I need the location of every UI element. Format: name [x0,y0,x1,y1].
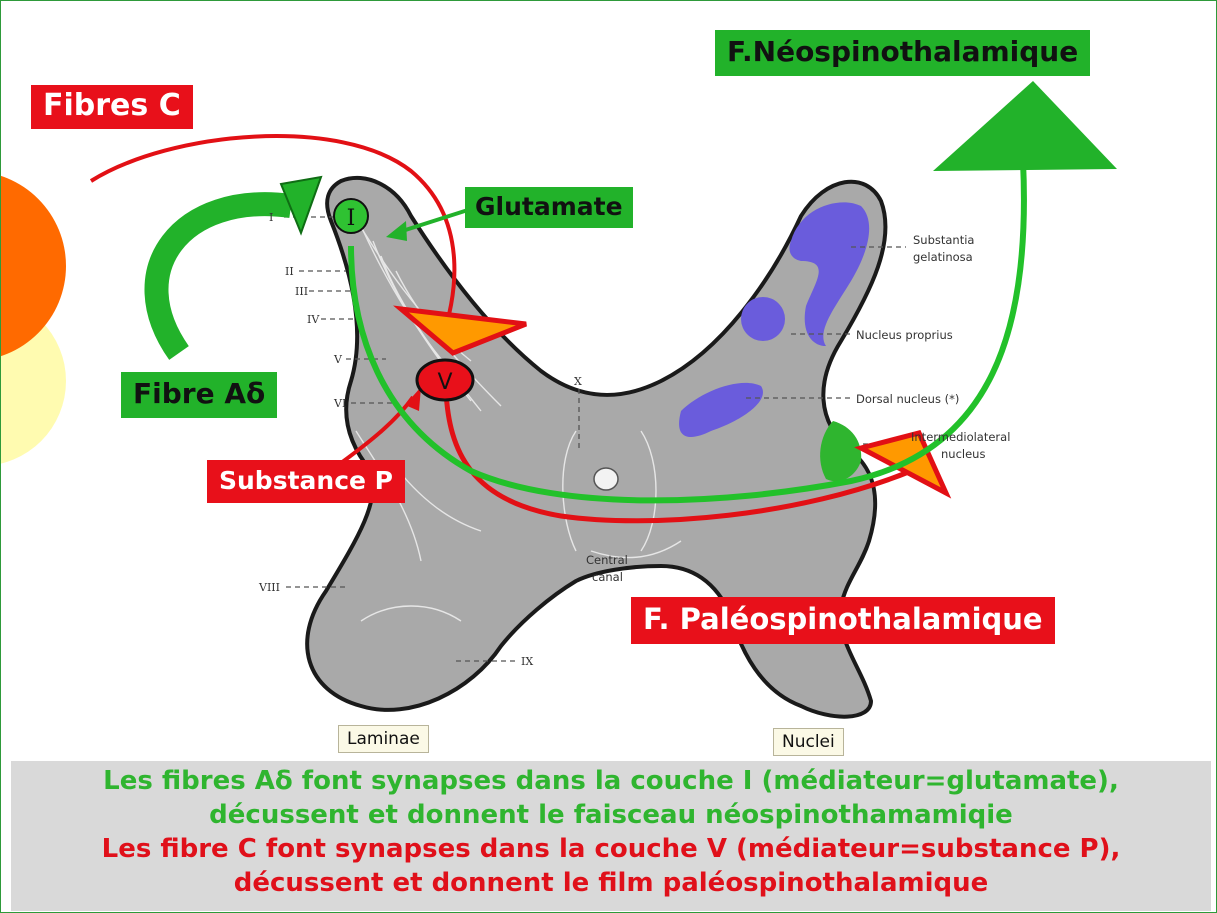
fibre-ad-curved-arrow [156,204,291,353]
lamina-numeral: VI [333,397,346,410]
caption-line-4: décussent et donnent le film paléospinot… [11,866,1211,900]
neo-tag: F.Néospinothalamique [715,30,1090,76]
lamina-numeral: III [295,285,308,298]
nucleus-proprius-shape [741,297,785,341]
caption-box: Les fibres Aδ font synapses dans la couc… [11,761,1211,911]
laminae-label: Laminae [347,729,420,749]
lamina-numeral: X [574,375,582,388]
intermediolateral-label: Intermediolateral [911,430,1010,444]
fibre-ad-tag: Fibre Aδ [121,372,277,418]
decor-orange-circle [1,171,66,361]
lamina-numeral: I [269,211,273,224]
paleo-text: F. Paléospinothalamique [643,602,1043,636]
paleo-tag: F. Paléospinothalamique [631,597,1055,644]
caption-line-3: Les fibre C font synapses dans la couche… [11,832,1211,866]
substance-p-text: Substance P [219,466,393,495]
fibres-c-text: Fibres C [43,88,181,123]
gelatinosa-label: gelatinosa [913,250,973,264]
nucleus-proprius-label: Nucleus proprius [856,328,953,342]
fibres-c-tag: Fibres C [31,85,193,129]
lamina-numeral: IV [307,313,320,326]
lamina-numeral: IX [521,655,533,668]
glutamate-tag: Glutamate [465,187,633,228]
neo-arrowhead [933,81,1117,171]
lamina-i-marker-label: I [347,206,356,231]
nucleus-label: nucleus [941,447,985,461]
nuclei-label: Nuclei [782,732,835,752]
fibre-ad-text: Fibre Aδ [133,377,265,410]
glutamate-text: Glutamate [475,192,623,221]
nuclei-box: Nuclei [773,728,844,756]
caption-line-1: Les fibres Aδ font synapses dans la couc… [11,764,1211,798]
central-label: Central [586,553,628,567]
lamina-numeral: V [333,353,343,366]
lamina-numeral: II [285,265,294,278]
caption-line-2: décussent et donnent le faisceau néospin… [11,798,1211,832]
canal-label: canal [592,570,623,584]
substantia-label: Substantia [913,233,974,247]
lamina-v-marker-label: V [437,370,452,395]
central-canal-shape [594,468,618,490]
lamina-numeral: VIII [258,581,280,594]
neo-text: F.Néospinothalamique [727,35,1078,68]
substance-p-tag: Substance P [207,460,405,503]
laminae-box: Laminae [338,725,429,753]
dorsal-nucleus-label: Dorsal nucleus (*) [856,392,959,406]
